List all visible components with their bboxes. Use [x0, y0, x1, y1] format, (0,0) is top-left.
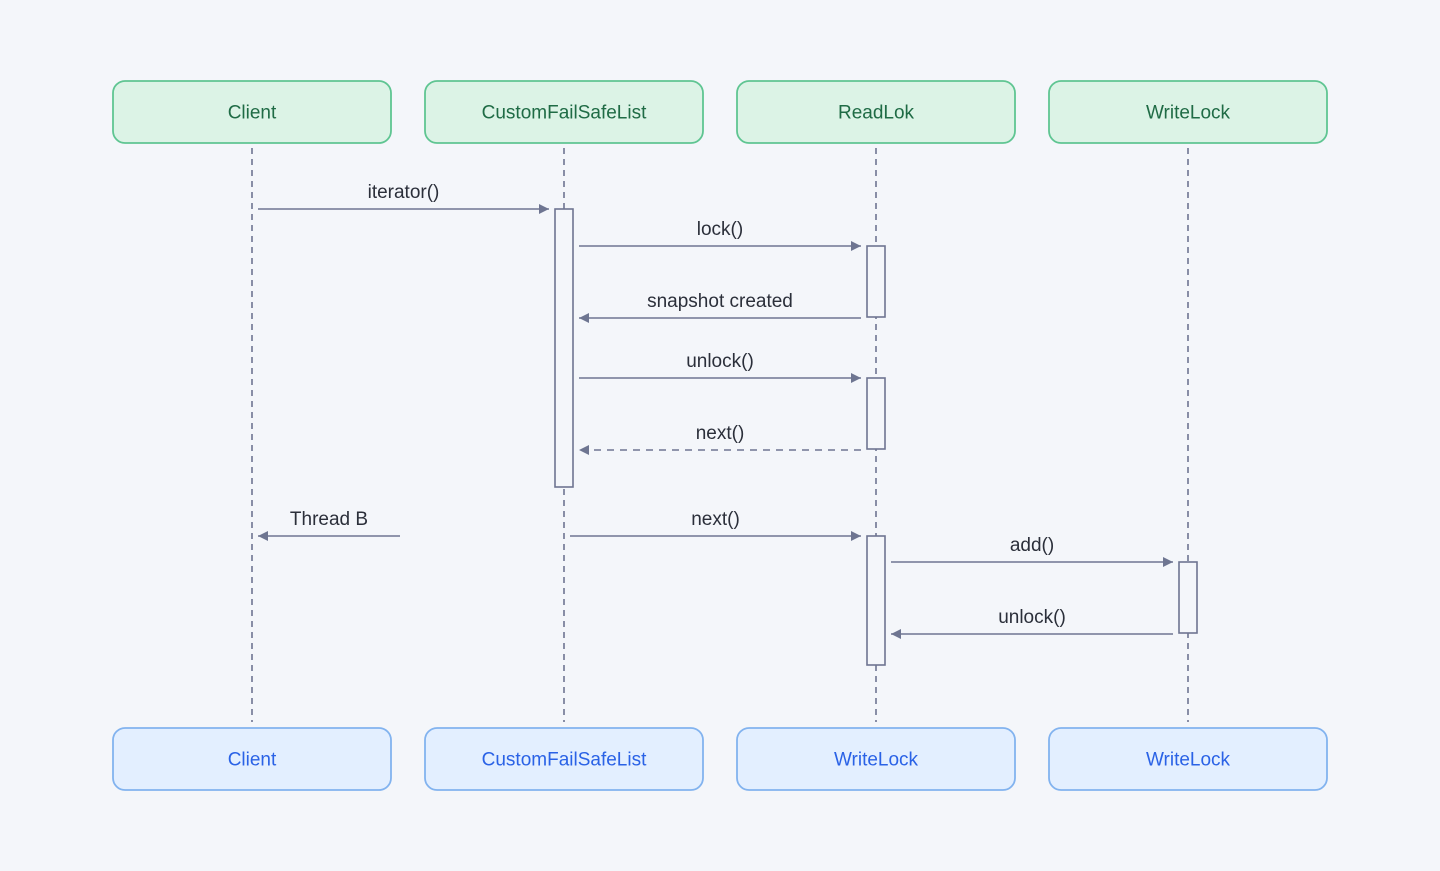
- top-participant-box: [1048, 80, 1328, 144]
- top-participant-label: CustomFailSafeList: [482, 103, 647, 124]
- top-participant-label: Client: [228, 103, 277, 124]
- bottom-participant-3: WriteLock: [1048, 727, 1328, 791]
- message-2: snapshot created: [579, 291, 861, 323]
- activation-bar-1: [866, 245, 886, 318]
- bottom-participant-label: Client: [228, 750, 277, 771]
- message-label: iterator(): [368, 182, 440, 203]
- message-label: Thread B: [290, 509, 368, 530]
- message-label: lock(): [697, 219, 743, 240]
- bottom-participant-box: [736, 727, 1016, 791]
- top-participant-label: WriteLock: [1146, 103, 1231, 124]
- message-8: unlock(): [891, 607, 1173, 639]
- activation-bar-0: [554, 208, 574, 488]
- message-3: unlock(): [579, 351, 861, 383]
- bottom-participant-label: WriteLock: [1146, 750, 1231, 771]
- top-participant-box: [424, 80, 704, 144]
- top-participant-3: WriteLock: [1048, 80, 1328, 144]
- message-0: iterator(): [258, 182, 549, 214]
- message-6: next(): [570, 509, 861, 541]
- bottom-participant-label: WriteLock: [834, 750, 919, 771]
- message-label: unlock(): [686, 351, 754, 372]
- message-label: next(): [696, 423, 745, 444]
- top-participant-2: ReadLok: [736, 80, 1016, 144]
- message-label: add(): [1010, 535, 1054, 556]
- top-participant-box: [112, 80, 392, 144]
- bottom-participant-1: CustomFailSafeList: [424, 727, 704, 791]
- bottom-participant-label: CustomFailSafeList: [482, 750, 647, 771]
- activation-bar-4: [1178, 561, 1198, 634]
- message-4: next(): [579, 423, 861, 455]
- message-5: Thread B: [258, 509, 400, 541]
- bottom-participant-box: [112, 727, 392, 791]
- bottom-participant-box: [424, 727, 704, 791]
- top-participant-1: CustomFailSafeList: [424, 80, 704, 144]
- top-participant-0: Client: [112, 80, 392, 144]
- top-participant-box: [736, 80, 1016, 144]
- top-participant-label: ReadLok: [838, 103, 915, 124]
- bottom-participant-box: [1048, 727, 1328, 791]
- message-label: snapshot created: [647, 291, 793, 312]
- message-7: add(): [891, 535, 1173, 567]
- message-1: lock(): [579, 219, 861, 251]
- message-label: next(): [691, 509, 740, 530]
- bottom-participant-2: WriteLock: [736, 727, 1016, 791]
- activation-bar-3: [866, 535, 886, 666]
- activation-bar-2: [866, 377, 886, 450]
- bottom-participant-0: Client: [112, 727, 392, 791]
- message-label: unlock(): [998, 607, 1066, 628]
